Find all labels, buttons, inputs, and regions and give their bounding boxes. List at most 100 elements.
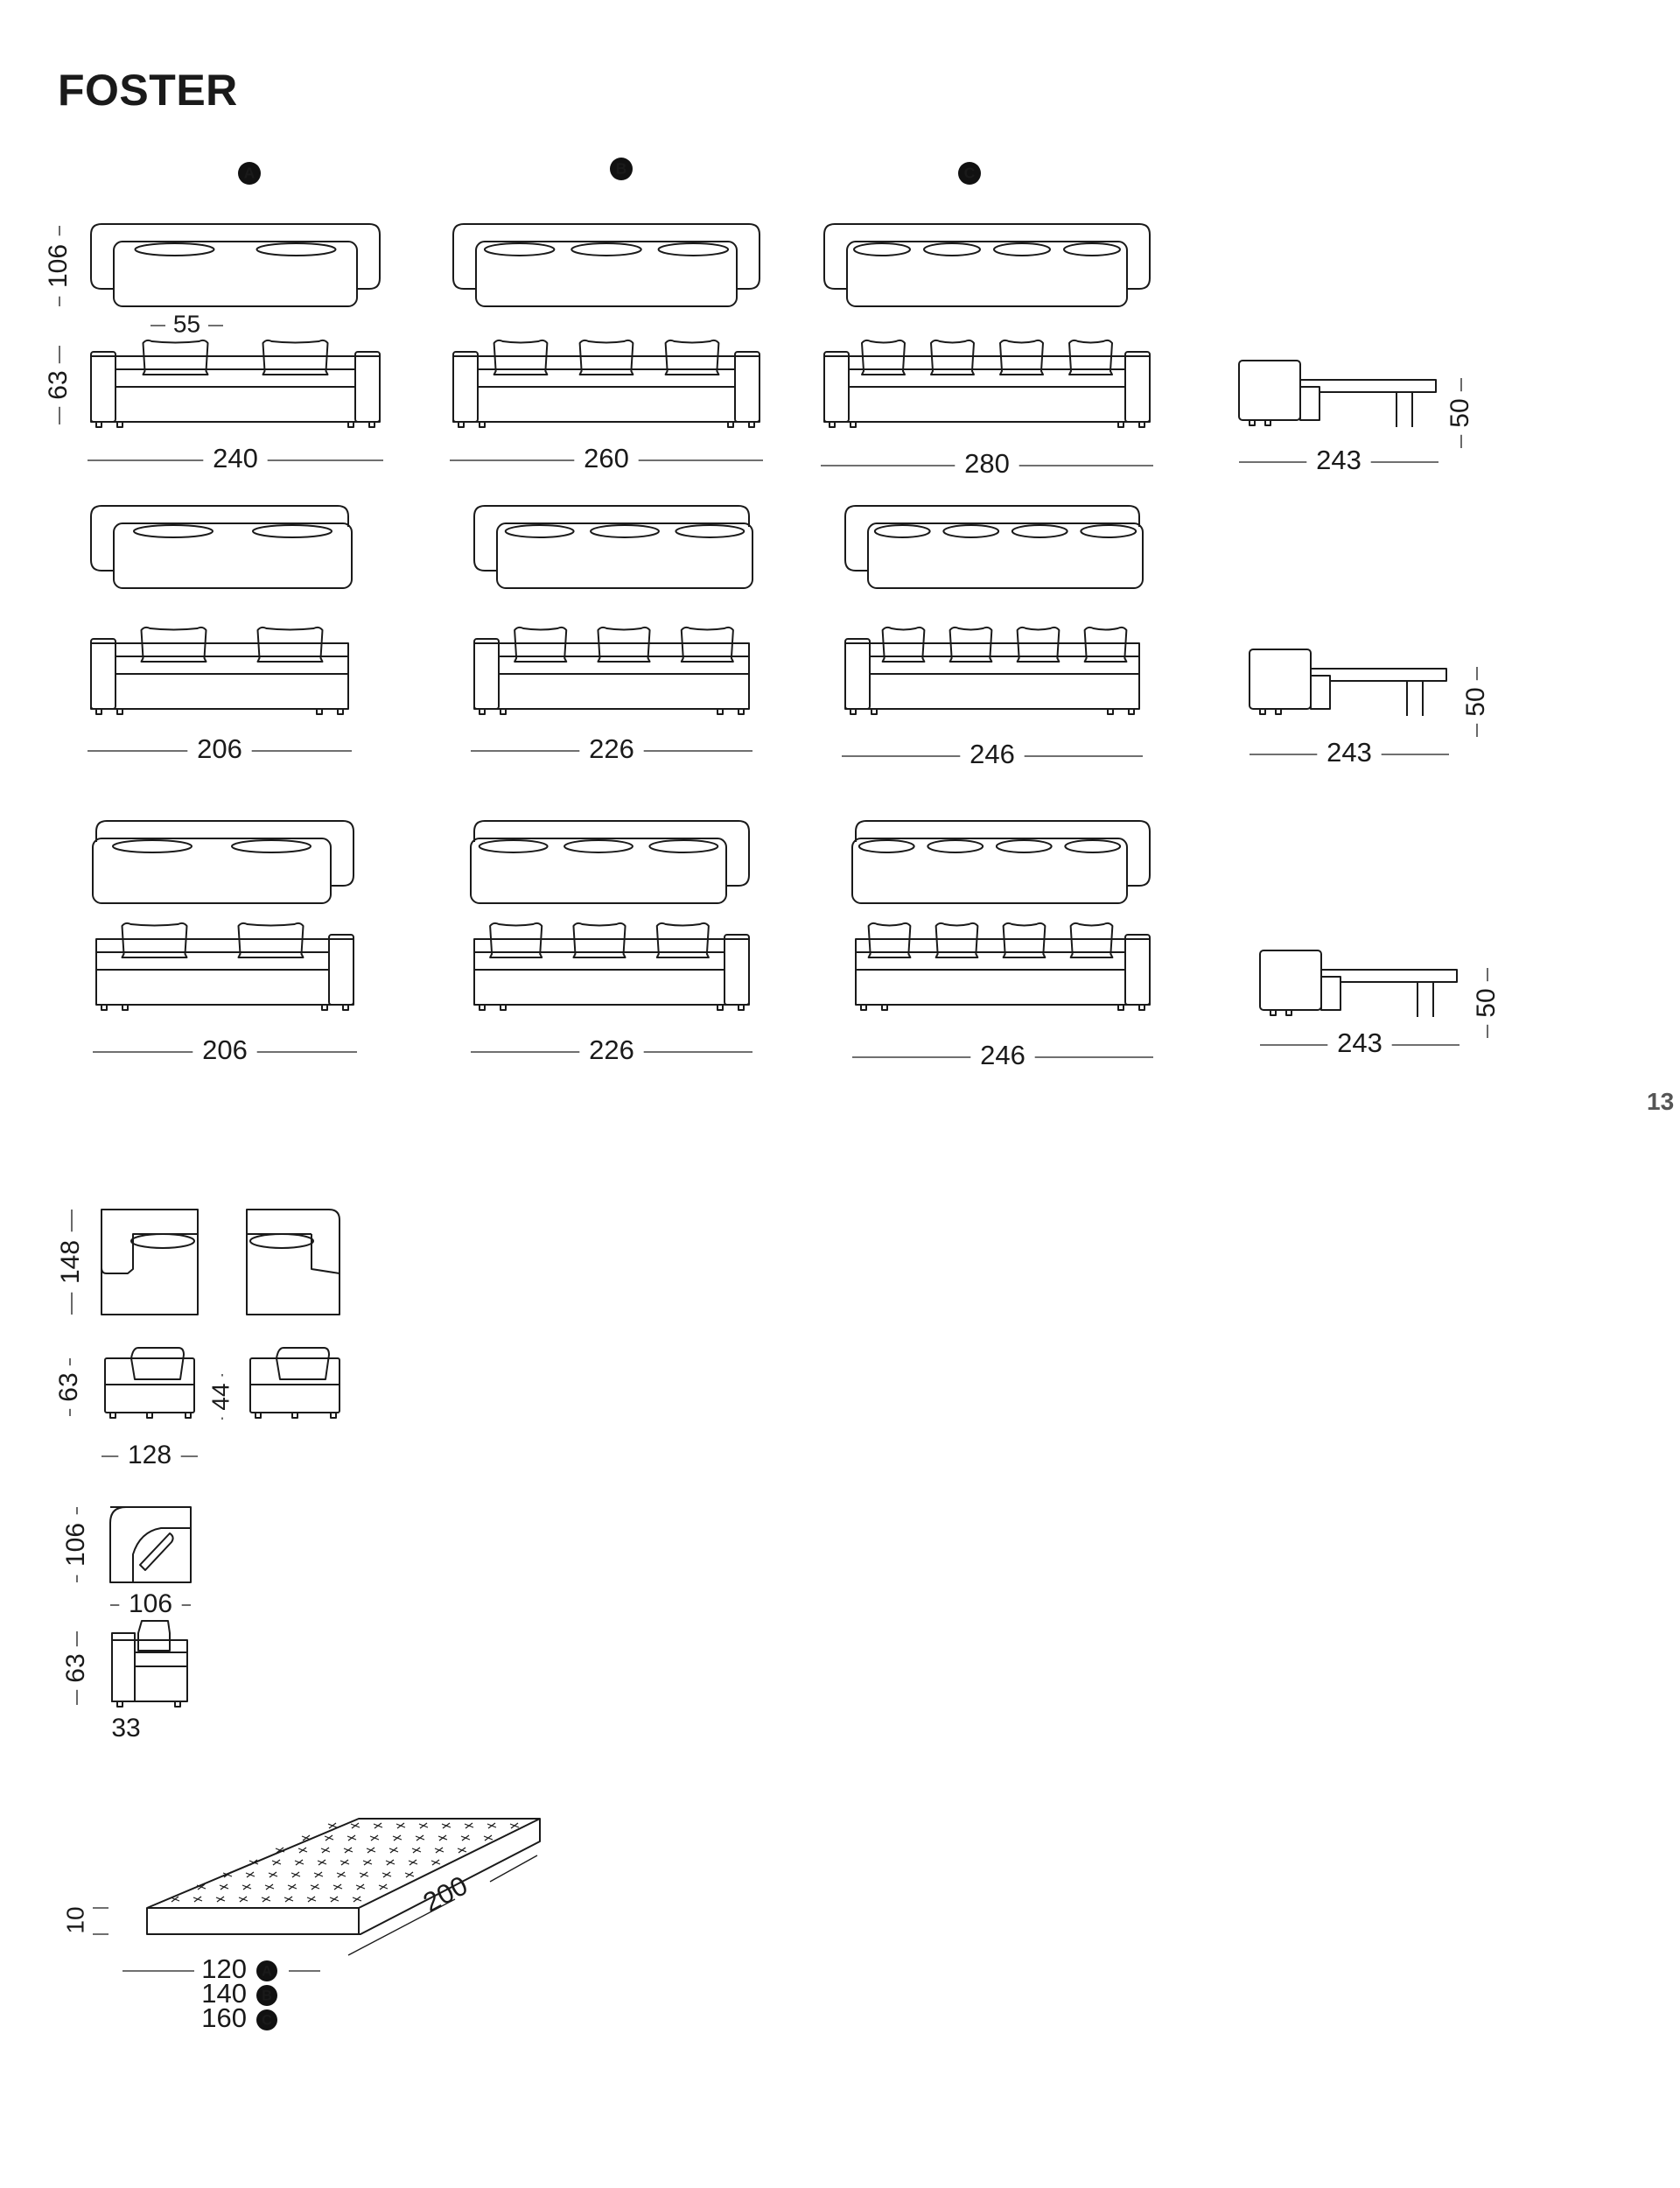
corner-arm-dimension: 33 (111, 1714, 140, 1743)
pillow-top (853, 242, 911, 256)
corner-height-dimension: 63 (61, 1631, 90, 1705)
armchair-right (246, 1209, 340, 1419)
badge-circle (256, 1960, 277, 1981)
tuft-mark (219, 1883, 229, 1890)
foot (479, 1004, 486, 1011)
dimension-label: 226 (589, 1034, 634, 1065)
dimension-label: 206 (197, 733, 242, 764)
cushion-width-dimension: 55 (150, 310, 223, 337)
pillow-top (942, 524, 1000, 538)
sofa-body (844, 642, 1140, 710)
seat-cushion (851, 838, 1128, 904)
tuft-mark (362, 1859, 373, 1866)
sofa-b-row-2: 226 (471, 505, 753, 764)
back-pillow (664, 339, 720, 375)
dimension-label: 106 (129, 1589, 172, 1618)
dimension-label: 243 (1316, 445, 1362, 475)
tuft-mark (411, 1847, 422, 1854)
badge-circle (256, 2009, 277, 2030)
foot (860, 1004, 867, 1011)
right-arm (734, 351, 760, 423)
tuft-mark (317, 1859, 327, 1866)
sofa-front (855, 922, 1151, 1011)
pillow-top (590, 524, 660, 538)
foot (479, 708, 486, 715)
sofa-front (844, 626, 1140, 715)
tuft-mark (261, 1896, 271, 1903)
pillow-top (570, 242, 642, 256)
tuft-mark (434, 1847, 444, 1854)
back-pillow (142, 339, 209, 375)
dimension-label: 106 (44, 244, 73, 288)
dimension-label: 148 (56, 1240, 85, 1284)
bed-height-dimension: 50 (1472, 968, 1501, 1038)
tuft-mark (483, 1834, 494, 1841)
tuft-mark (298, 1847, 308, 1854)
dimension-label: 200 (418, 1869, 472, 1918)
corner-width-dimension: 106 (110, 1589, 191, 1618)
foot (116, 1701, 123, 1708)
mattress-thickness-dimension: 10 (61, 1906, 108, 1935)
bed-side-view-1: 243 50 (1238, 360, 1474, 475)
sofa-width-dimension: 246 (842, 739, 1143, 769)
sofa-front (823, 339, 1151, 428)
tuft-mark (268, 1871, 278, 1878)
dimension-label: 160 (201, 2002, 247, 2033)
right-arm (1124, 351, 1151, 423)
foot (1249, 419, 1256, 426)
right-arm (354, 351, 381, 423)
armchair-pillow (276, 1347, 330, 1380)
pillow-top (675, 524, 746, 538)
foot (101, 1004, 108, 1011)
foot (500, 1004, 507, 1011)
sofa-b-row-1: 260 (450, 223, 763, 473)
back-pillow (680, 626, 734, 663)
dimension-label: 50 (1446, 398, 1474, 427)
back-pillow (140, 626, 207, 663)
tuft-mark (369, 1834, 380, 1841)
dimension-label: 63 (44, 370, 73, 399)
foot (116, 421, 123, 428)
tuft-mark (332, 1883, 343, 1890)
dimension-label: 63 (61, 1653, 90, 1682)
tuft-mark (415, 1834, 425, 1841)
dimension-label: 246 (970, 739, 1015, 769)
armchair-seat-height-dimension: 44 (206, 1374, 234, 1420)
sofa-front (95, 922, 354, 1011)
sofa-body (90, 355, 381, 423)
tuft-mark (242, 1883, 252, 1890)
foot (738, 1004, 745, 1011)
foot (337, 708, 344, 715)
armchair-left (101, 1209, 199, 1419)
tuft-mark (264, 1883, 275, 1890)
bed-length-dimension: 243 (1250, 737, 1449, 768)
tuft-mark (238, 1896, 248, 1903)
right-arm (328, 934, 354, 1006)
backrest-outline (473, 820, 750, 887)
sofa-c-row-1: 280 (821, 223, 1153, 479)
back-pillow (881, 626, 926, 663)
bed-body (1259, 950, 1322, 1011)
sofa-front (90, 626, 349, 715)
seat-cushion (470, 838, 727, 904)
tuft-mark (457, 1847, 467, 1854)
dimension-label: 243 (1326, 737, 1372, 768)
foot (850, 708, 857, 715)
pillow-top (231, 839, 312, 853)
tuft-mark (441, 1822, 452, 1829)
back-pillow (121, 922, 188, 958)
dimension-label: 260 (584, 443, 629, 473)
tuft-mark (192, 1896, 203, 1903)
pillow-top (1011, 524, 1068, 538)
sofa-body (452, 355, 760, 423)
tuft-mark (350, 1822, 360, 1829)
foot (109, 1412, 116, 1419)
seat-cushion (496, 522, 753, 589)
tuft-mark (382, 1871, 392, 1878)
dimension-label: 226 (589, 733, 634, 764)
badge-circle (610, 158, 633, 180)
foot (291, 1412, 298, 1419)
height-dimension: 63 (44, 346, 73, 424)
